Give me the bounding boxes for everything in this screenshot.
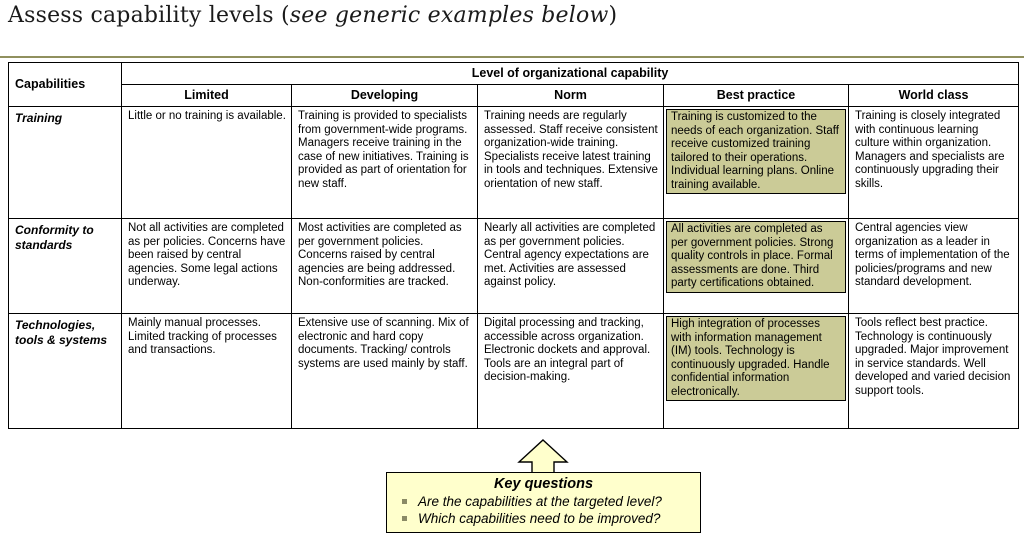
key-question-text: Are the capabilities at the targeted lev… — [418, 494, 662, 509]
cell-technologies-limited: Mainly manual processes. Limited trackin… — [128, 317, 277, 357]
key-question-item: Are the capabilities at the targeted lev… — [395, 494, 692, 509]
level-header-developing: Developing — [291, 84, 478, 107]
table-row-conformity: Conformity to standards Not all activiti… — [8, 218, 1020, 314]
page-title: Assess capability levels (see generic ex… — [8, 3, 617, 28]
cell-training-limited: Little or no training is available. — [128, 110, 286, 122]
table-row-training: Training Little or no training is availa… — [8, 106, 1020, 219]
cell-conformity-best-practice-highlighted: All activities are completed as per gove… — [666, 221, 846, 293]
cell-technologies-norm: Digital processing and tracking, accessi… — [484, 317, 651, 384]
level-header-world-class: World class — [847, 84, 1020, 107]
cell-training-norm: Training needs are regularly assessed. S… — [484, 110, 658, 190]
key-questions-box: Key questions Are the capabilities at th… — [386, 472, 701, 533]
level-header-norm: Norm — [477, 84, 664, 107]
square-bullet-icon — [402, 499, 407, 504]
cell-technologies-developing: Extensive use of scanning. Mix of electr… — [298, 317, 469, 370]
row-header-technologies: Technologies, tools & systems — [8, 313, 122, 429]
cell-conformity-developing: Most activities are completed as per gov… — [298, 222, 462, 289]
level-header-best-practice: Best practice — [663, 84, 849, 107]
span-header: Level of organizational capability — [120, 62, 1020, 85]
row-header-training: Training — [8, 106, 122, 219]
key-question-text: Which capabilities need to be improved? — [418, 511, 661, 526]
cell-training-best-practice-highlighted: Training is customized to the needs of e… — [666, 109, 846, 195]
level-header-limited: Limited — [121, 84, 292, 107]
up-arrow-icon — [517, 439, 569, 475]
key-questions-title: Key questions — [493, 476, 594, 492]
square-bullet-icon — [402, 516, 407, 521]
cell-conformity-norm: Nearly all activities are completed as p… — [484, 222, 656, 289]
capability-table: Capabilities Level of organizational cap… — [8, 62, 1020, 429]
row-header-conformity: Conformity to standards — [8, 218, 122, 314]
horizontal-rule — [0, 56, 1024, 58]
cell-training-developing: Training is provided to specialists from… — [298, 110, 469, 190]
cell-technologies-world-class: Tools reflect best practice. Technology … — [855, 317, 1011, 397]
cell-technologies-best-practice-highlighted: High integration of processes with infor… — [666, 316, 846, 402]
cell-conformity-limited: Not all activities are completed as per … — [128, 222, 286, 289]
title-italic: see generic examples below — [289, 3, 609, 28]
title-prefix: Assess capability levels ( — [8, 3, 290, 28]
cell-training-world-class: Training is closely integrated with cont… — [855, 110, 1005, 190]
table-row-technologies: Technologies, tools & systems Mainly man… — [8, 313, 1020, 429]
capabilities-header: Capabilities — [8, 62, 122, 107]
cell-conformity-world-class: Central agencies view organization as a … — [855, 222, 1010, 289]
key-question-item: Which capabilities need to be improved? — [395, 511, 692, 526]
title-suffix: ) — [608, 3, 618, 28]
